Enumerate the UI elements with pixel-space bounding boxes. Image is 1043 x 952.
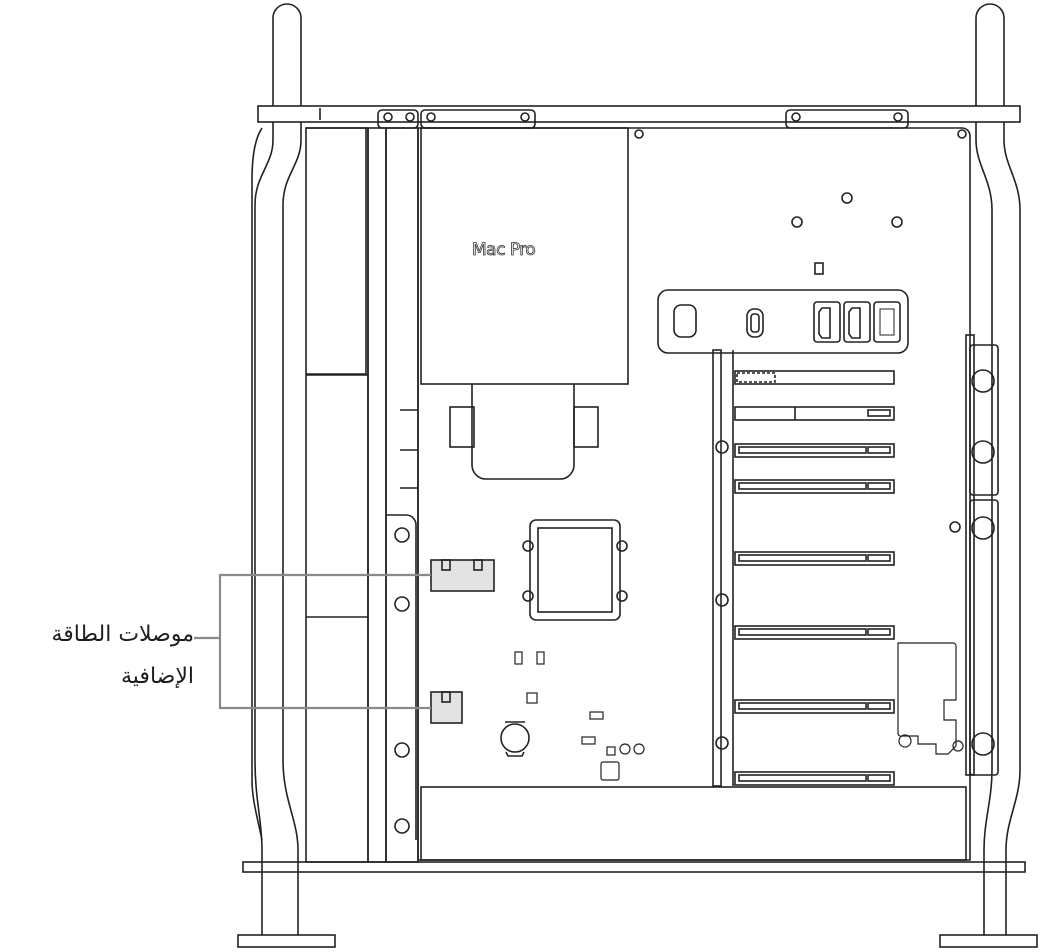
callout-label-line1: موصلات الطاقة (51, 622, 194, 647)
coin-battery (500, 721, 530, 757)
auxiliary-power-connector-upper (430, 559, 495, 592)
bottom-tray (420, 786, 967, 861)
cpu-socket (522, 519, 628, 621)
io-panel (657, 289, 909, 354)
pcie-slots (734, 370, 895, 786)
bottom-bar (242, 861, 1026, 873)
header-connector (873, 301, 901, 343)
callout-label-line2: الإضافية (121, 664, 194, 689)
thunderbolt-port-2 (843, 301, 871, 343)
callout-leader (194, 573, 431, 710)
power-button (673, 304, 697, 338)
power-supply (420, 127, 629, 385)
usb-c-port (746, 308, 764, 338)
thunderbolt-port-1 (813, 301, 841, 343)
pcie-rail (712, 349, 734, 787)
mac-pro-logo: Mac Pro (472, 240, 537, 261)
top-bar (257, 105, 1021, 123)
right-bracket (897, 334, 999, 776)
right-frame (939, 3, 1038, 948)
auxiliary-power-connector-lower (430, 691, 463, 724)
left-frame (237, 3, 336, 948)
fan-bay (305, 127, 369, 863)
left-rail (367, 127, 419, 863)
logic-board (417, 127, 971, 861)
